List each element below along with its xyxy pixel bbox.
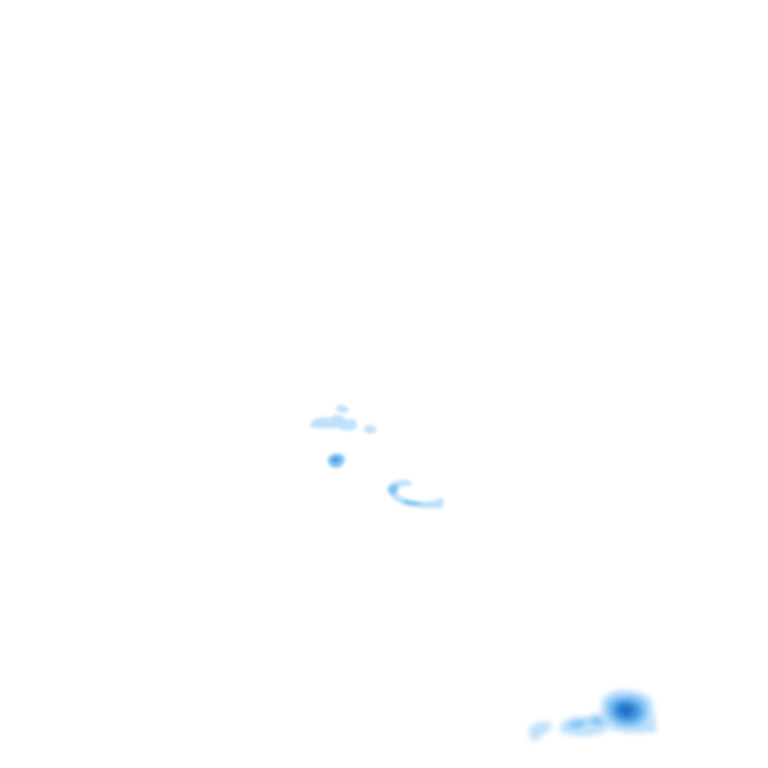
echo-blob	[387, 479, 444, 509]
radar-echo-cell-b	[327, 453, 345, 468]
echo-blob	[309, 414, 358, 431]
echo-core	[618, 703, 634, 717]
echo-core	[332, 456, 340, 463]
radar-echo-cell-e	[600, 689, 658, 734]
echo-blob	[364, 424, 377, 434]
echo-core	[403, 500, 424, 506]
echo-core	[388, 484, 398, 495]
radar-echo-cell-a	[309, 404, 377, 434]
echo-blob	[336, 404, 349, 413]
radar-echo-cell-c	[387, 479, 444, 509]
echo-blob	[644, 725, 658, 733]
echo-blob	[528, 721, 552, 742]
echo-core	[568, 720, 587, 729]
